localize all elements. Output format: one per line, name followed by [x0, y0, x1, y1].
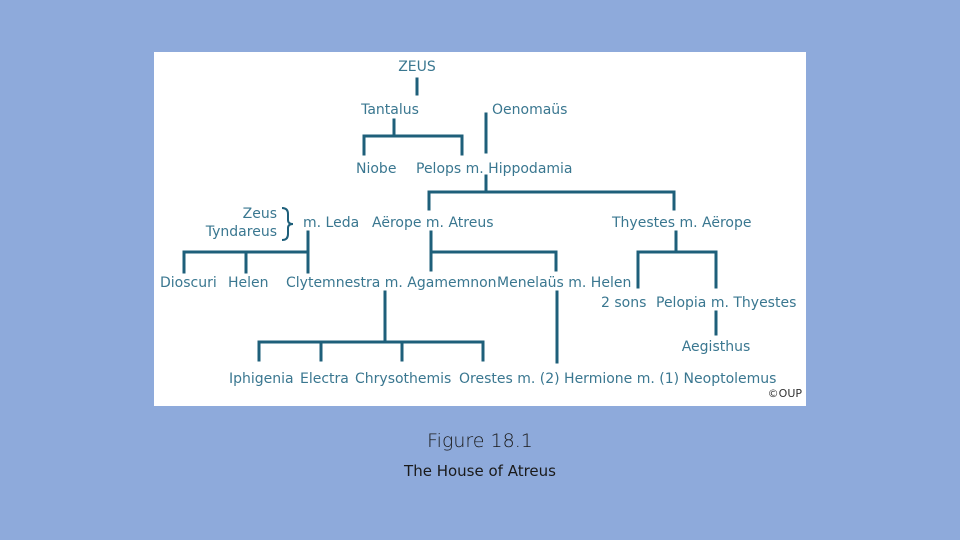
node-zeus: ZEUS — [398, 59, 436, 75]
family-tree-panel: ZEUS Tantalus Oenomaüs Niobe Pelops m. H… — [154, 52, 806, 406]
node-dioscuri: Dioscuri — [160, 275, 217, 291]
node-aerope-atreus: Aërope m. Atreus — [372, 215, 494, 231]
node-chrysothemis: Chrysothemis — [355, 371, 451, 387]
node-electra: Electra — [300, 371, 349, 387]
node-helen: Helen — [228, 275, 269, 291]
house-of-atreus-tree: ZEUS Tantalus Oenomaüs Niobe Pelops m. H… — [160, 59, 803, 400]
curly-brace — [281, 207, 294, 241]
node-tyndareus: Tyndareus — [205, 224, 277, 240]
tree-connectors — [182, 77, 718, 364]
node-zeus-father-of-helen: Zeus — [243, 206, 277, 222]
figure-caption-subtitle: The House of Atreus — [404, 462, 556, 480]
node-aegisthus: Aegisthus — [682, 339, 751, 355]
node-clytemnestra-agamemnon: Clytemnestra m. Agamemnon — [286, 275, 497, 291]
figure-caption-title: Figure 18.1 — [427, 430, 533, 452]
copyright-oup: ©OUP — [768, 387, 803, 400]
node-leda: m. Leda — [303, 215, 359, 231]
node-orestes-hermione-neoptolemus: Orestes m. (2) Hermione m. (1) Neoptolem… — [459, 371, 776, 387]
node-oenomaus: Oenomaüs — [492, 102, 567, 118]
node-pelopia-thyestes: Pelopia m. Thyestes — [656, 295, 796, 311]
node-menelaus-helen: Menelaüs m. Helen — [497, 275, 631, 291]
node-two-sons: 2 sons — [601, 295, 646, 311]
node-tantalus: Tantalus — [360, 102, 419, 118]
node-pelops-hippodamia: Pelops m. Hippodamia — [416, 161, 573, 177]
node-niobe: Niobe — [356, 161, 396, 177]
node-iphigenia: Iphigenia — [229, 371, 294, 387]
node-thyestes-aerope: Thyestes m. Aërope — [611, 215, 751, 231]
